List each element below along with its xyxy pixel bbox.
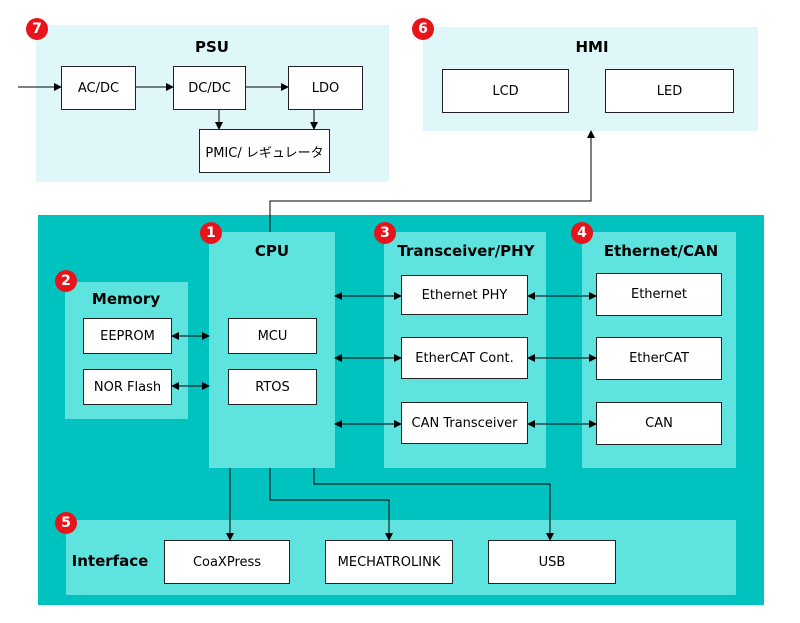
- transceiver-badge: 3: [374, 222, 396, 244]
- hmi-badge: 6: [412, 18, 434, 40]
- ethercat-box: EtherCAT: [596, 337, 722, 380]
- led-box: LED: [605, 69, 734, 113]
- interface-title: Interface: [71, 552, 149, 570]
- eeprom-box: EEPROM: [83, 318, 172, 354]
- hmi-title: HMI: [575, 38, 609, 56]
- nor-flash-box: NOR Flash: [83, 369, 172, 405]
- interface-badge: 5: [55, 512, 77, 534]
- psu-badge: 7: [26, 18, 48, 40]
- cpu-to-mechatrolink-arrow: [269, 468, 393, 541]
- ethercat-cont-box: EtherCAT Cont.: [401, 337, 528, 379]
- ethernet-box: Ethernet: [596, 273, 722, 316]
- ethcan-title: Ethernet/CAN: [603, 242, 719, 260]
- ethcan-badge: 4: [571, 222, 593, 244]
- mechatrolink-box: MECHATROLINK: [325, 540, 453, 584]
- pmic-box: PMIC/ レギュレータ: [199, 129, 330, 173]
- ethernet-phy-box: Ethernet PHY: [401, 275, 528, 315]
- dcdc-box: DC/DC: [173, 66, 246, 110]
- lcd-box: LCD: [442, 69, 569, 113]
- can-box: CAN: [596, 402, 722, 445]
- cpu-title: CPU: [254, 242, 290, 260]
- acdc-box: AC/DC: [61, 66, 136, 110]
- psu-title: PSU: [195, 38, 229, 56]
- cpu-to-hmi-arrow: [269, 130, 595, 232]
- can-transceiver-box: CAN Transceiver: [401, 402, 528, 444]
- transceiver-title: Transceiver/PHY: [397, 242, 535, 260]
- cpu-to-usb-arrow: [313, 468, 554, 541]
- memory-badge: 2: [55, 270, 77, 292]
- rtos-box: RTOS: [228, 369, 317, 405]
- memory-title: Memory: [91, 290, 161, 308]
- coaxpress-box: CoaXPress: [164, 540, 290, 584]
- cpu-badge: 1: [200, 222, 222, 244]
- mcu-box: MCU: [228, 318, 317, 354]
